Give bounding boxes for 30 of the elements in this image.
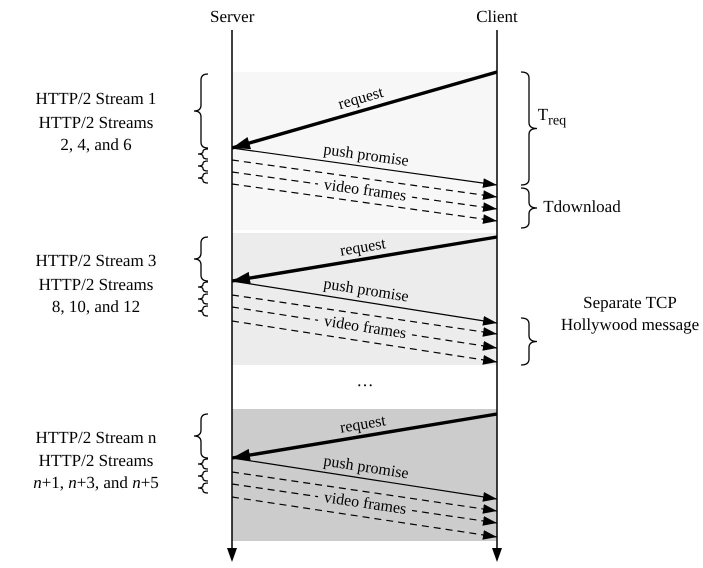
lifeline-header: Server bbox=[210, 6, 254, 566]
stream-label: HTTP/2 Stream 3 bbox=[34, 250, 158, 272]
message-arrow bbox=[232, 471, 498, 514]
message-arrow bbox=[232, 235, 498, 284]
message-arrow bbox=[232, 159, 498, 200]
message-arrow bbox=[232, 294, 498, 337]
message-arrow bbox=[232, 70, 498, 150]
edge-label: request bbox=[338, 235, 387, 261]
edge-label: request bbox=[336, 84, 386, 114]
stream-label: HTTP/2 Stream n bbox=[34, 427, 158, 449]
message-arrow bbox=[232, 457, 498, 502]
stream-label: HTTP/2 Streams 8, 10, and 12 bbox=[38, 274, 154, 318]
message-arrow bbox=[232, 183, 498, 224]
interval-label: Tdownload bbox=[542, 196, 622, 218]
stream-label: HTTP/2 Streams n+1, n+3, and n+5 bbox=[32, 450, 160, 494]
edge-label: push promise bbox=[322, 140, 410, 170]
message-arrow bbox=[232, 320, 498, 365]
ellipsis-text: … bbox=[356, 370, 374, 392]
interval-label: T$_{req}$ bbox=[536, 104, 568, 130]
message-arrow bbox=[232, 280, 498, 326]
edge-label: push promise bbox=[322, 276, 410, 307]
message-arrow bbox=[232, 412, 498, 462]
message-arrow bbox=[232, 496, 498, 540]
edge-label: push promise bbox=[322, 452, 410, 484]
note-text: Separate TCP Hollywood message bbox=[560, 292, 700, 336]
stream-label: HTTP/2 Stream 1 bbox=[34, 88, 158, 110]
lifeline-header: Client bbox=[475, 6, 519, 566]
stream-label: HTTP/2 Streams 2, 4, and 6 bbox=[38, 112, 154, 156]
message-arrow bbox=[232, 147, 498, 188]
edge-label: request bbox=[338, 412, 387, 438]
